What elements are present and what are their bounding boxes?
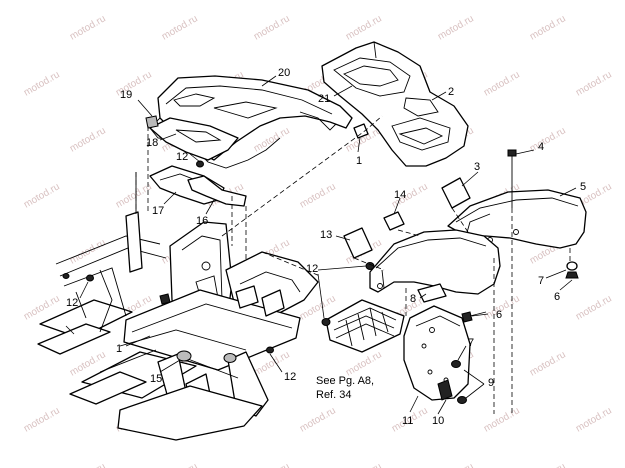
callout-12-left: 12 [66, 297, 78, 309]
watermark-text: motod.ru [160, 13, 200, 42]
callout-6-center: 6 [496, 309, 502, 321]
callout-8: 8 [410, 293, 416, 305]
callout-19: 19 [120, 89, 132, 101]
watermark-text: motod.ru [298, 181, 338, 210]
part-14-small-decal [383, 211, 405, 231]
callout-7-center: 7 [468, 337, 474, 349]
watermark-text: motod.ru [482, 405, 522, 434]
callout-18: 18 [146, 137, 158, 149]
watermark-text: motod.ru [574, 69, 614, 98]
watermark-text: motod.ru [528, 349, 568, 378]
leader-lines [65, 75, 577, 415]
callout-13: 13 [320, 229, 332, 241]
watermark-text: motod.ru [22, 405, 62, 434]
part-2-rear-body [321, 41, 469, 167]
watermark-text: motod.ru [252, 125, 292, 154]
watermark-text: motod.ru [68, 125, 108, 154]
callout-2: 2 [448, 86, 454, 98]
main-frame [37, 172, 319, 441]
callout-3: 3 [474, 161, 480, 173]
part-10-clip [437, 379, 453, 401]
watermark-text: motod.ru [68, 461, 108, 468]
callout-17: 17 [152, 205, 164, 217]
part-1-square-plate [353, 123, 369, 139]
callout-16: 16 [196, 215, 208, 227]
callout-11: 11 [402, 415, 413, 427]
reference-note-line1: See Pg. A8, [316, 375, 374, 387]
watermark-text: motod.ru [528, 461, 568, 468]
part-4-bolt [507, 149, 517, 208]
callout-1-top: 1 [356, 155, 362, 167]
part-19-12-fasteners [145, 115, 204, 168]
part-11-splash-panel [403, 305, 471, 401]
alignment-lines [135, 115, 571, 414]
footrest-assembly [325, 299, 405, 353]
callout-6-right: 6 [554, 291, 560, 303]
part-14-front-fender [369, 229, 501, 295]
part-6-bolt-center [461, 311, 487, 323]
callout-5: 5 [580, 181, 586, 193]
part-18-inner-panel [149, 117, 239, 161]
callout-14: 14 [394, 189, 406, 201]
watermark-text: motod.ru [574, 293, 614, 322]
callout-7-right: 7 [538, 275, 544, 287]
callout-21: 21 [318, 93, 330, 105]
part-16-bracket [187, 175, 247, 207]
callout-12-panel: 12 [176, 151, 188, 163]
callout-10: 10 [432, 415, 444, 427]
part-12-bolt-footrest [321, 262, 375, 326]
reference-note-line2: Ref. 34 [316, 389, 351, 401]
callout-9: 9 [488, 377, 494, 389]
callout-labels: 20 19 18 12 17 16 21 2 1 3 4 5 7 6 14 13… [66, 67, 586, 427]
watermark-text: motod.ru [160, 461, 200, 468]
part-5-rear-fender [447, 189, 587, 249]
watermark-text: motod.ru [68, 237, 108, 266]
callout-12-bottom: 12 [284, 371, 296, 383]
part-7-9-nuts [451, 360, 467, 404]
callout-12-center: 12 [306, 263, 318, 275]
watermark-text: motod.ru [436, 13, 476, 42]
watermark-text: motod.ru [344, 461, 384, 468]
callout-4: 4 [538, 141, 544, 153]
watermark-text: motod.ru [22, 69, 62, 98]
watermark-text: motod.ru [252, 13, 292, 42]
part-6-7-bolt-washer-right [565, 261, 579, 279]
part-8-bracket [417, 283, 447, 303]
watermark-text: motod.ru [344, 13, 384, 42]
callout-15: 15 [150, 373, 162, 385]
watermark-text: motod.ru [22, 181, 62, 210]
watermark-text: motod.ru [436, 461, 476, 468]
watermark-text: motod.ru [574, 405, 614, 434]
callout-1-frame: 1 [116, 343, 122, 355]
watermark-text: motod.ru [298, 405, 338, 434]
watermark-text: motod.ru [252, 461, 292, 468]
part-13-decal [343, 227, 373, 259]
watermark-text: motod.ru [528, 13, 568, 42]
callout-20: 20 [278, 67, 290, 79]
watermark-text: motod.ru [482, 69, 522, 98]
watermark-text: motod.ru [68, 13, 108, 42]
